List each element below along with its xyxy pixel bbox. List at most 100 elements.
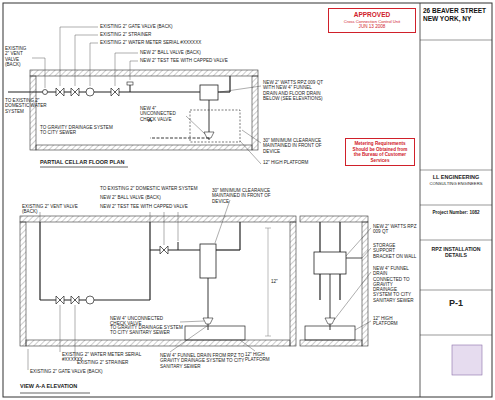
drawing-line bbox=[268, 228, 269, 336]
drawing-line bbox=[334, 272, 371, 320]
drawing-polyline bbox=[130, 61, 138, 80]
drawing-line bbox=[420, 205, 492, 206]
drawing-rect bbox=[3, 3, 492, 397]
drawing-rect bbox=[300, 340, 362, 346]
view-title: VIEW A-A ELEVATION bbox=[20, 383, 120, 389]
drawing-path bbox=[204, 132, 214, 138]
sheet-title-cell: RPZ INSTALLATION DETAILS bbox=[422, 244, 490, 263]
callout-note: NEW 4" UNCONNECTED CHECK VALVE bbox=[140, 106, 186, 122]
drawing-line bbox=[150, 249, 200, 250]
drawing-line bbox=[420, 40, 492, 41]
drawing-path bbox=[71, 296, 79, 304]
callout-note: NEW 2" TEST TEE WITH CAPPED VALVE bbox=[100, 204, 200, 209]
drawing-line bbox=[240, 141, 261, 164]
drawing-line bbox=[39, 222, 40, 300]
box-text: P-1 bbox=[425, 298, 487, 309]
callout-note: 12" HIGH PLATFORM bbox=[263, 160, 325, 165]
drawing-path bbox=[111, 88, 119, 96]
box-text: Metering Requirements Should be Obtained… bbox=[349, 141, 411, 163]
drawing-line bbox=[60, 305, 61, 352]
callout-note: NEW 4" FUNNEL DRAIN FROM RPZ TO GRAVITY … bbox=[160, 353, 245, 369]
view-title: A bbox=[148, 117, 156, 123]
callout-note: 30" MINIMUM CLEARANCE MAINTAINED IN FRON… bbox=[212, 188, 286, 204]
box-text: Cross Connection Control Unit bbox=[332, 19, 412, 24]
drawing-path bbox=[160, 246, 168, 254]
callout-note: TO EXISTING 2" DOMESTIC WATER SYSTEM bbox=[5, 98, 55, 114]
note-box: Metering Requirements Should be Obtained… bbox=[345, 138, 415, 166]
drawing-line bbox=[220, 86, 261, 92]
drawing-circle bbox=[86, 296, 94, 304]
drawing-line bbox=[420, 240, 492, 241]
callout-note: STORAGE SUPPORT BRACKET ON WALL bbox=[373, 243, 417, 259]
drawing-circle bbox=[86, 88, 94, 96]
callout-note: 12" HIGH PLATFORM bbox=[373, 316, 417, 327]
drawing-line bbox=[239, 222, 240, 250]
drawing-rect bbox=[200, 85, 218, 100]
drawing-line bbox=[164, 212, 165, 245]
drawing-line bbox=[150, 138, 209, 139]
drawing-rect bbox=[452, 345, 482, 375]
project-cell: Project Number: 1082 bbox=[422, 208, 490, 220]
callout-note: TO GRAVITY DRAINAGE SYSTEM TO CITY SANIT… bbox=[110, 325, 188, 336]
drawing-line bbox=[216, 249, 240, 250]
drawing-path bbox=[71, 88, 79, 96]
drawing-line bbox=[420, 335, 492, 336]
drawing-rect bbox=[30, 76, 36, 150]
callout-note: NEW 2" TEST TEE WITH CAPPED VALVE bbox=[140, 58, 250, 63]
drawing-rect bbox=[185, 326, 245, 340]
drawing-rect bbox=[200, 244, 216, 278]
drawing-circle bbox=[43, 90, 48, 95]
drawing-line bbox=[178, 212, 179, 241]
drawing-rect bbox=[20, 216, 296, 222]
drawing-polyline bbox=[60, 27, 98, 86]
drawing-line bbox=[178, 242, 179, 250]
drawing-polyline bbox=[32, 58, 45, 88]
drawing-path bbox=[56, 88, 64, 96]
firm-cell: LL ENGINEERINGCONSULTING ENGINEERS bbox=[422, 172, 490, 190]
callout-note: EXISTING 2" GATE VALVE (BACK) bbox=[30, 369, 130, 374]
drawing-rect bbox=[30, 70, 258, 76]
box-text: Project Number: 1082 bbox=[425, 210, 487, 216]
callout-note: NEW 4" UNCONNECTED CHECK VALVE bbox=[110, 316, 180, 327]
callout-note: EXISTING 2" VENT VALVE (BACK) bbox=[22, 204, 82, 215]
callout-note: EXISTING 2" VENT VALVE (BACK) bbox=[5, 46, 31, 67]
callout-note: EXISTING 2" STRAINER bbox=[100, 32, 240, 37]
box-text: APPROVED bbox=[332, 11, 412, 19]
drawing-line bbox=[180, 321, 204, 322]
drawing-polyline bbox=[75, 35, 98, 86]
drawing-path bbox=[56, 296, 64, 304]
drawing-line bbox=[40, 167, 128, 168]
callout-note: EXISTING 2" WATER METER SERIAL #XXXXXX bbox=[100, 40, 240, 45]
drawing-line bbox=[186, 116, 205, 134]
callout-note: TO EXISTING 2" DOMESTIC WATER SYSTEM bbox=[100, 186, 200, 191]
drawing-line bbox=[40, 212, 41, 222]
drawing-rect bbox=[300, 216, 368, 222]
drawing-line bbox=[420, 3, 421, 397]
drawing-polyline bbox=[115, 53, 138, 86]
drawing-line bbox=[242, 130, 261, 143]
drawing-rect bbox=[36, 145, 252, 150]
drawing-line bbox=[150, 212, 151, 222]
drawing-line bbox=[240, 340, 255, 351]
drawing-line bbox=[362, 248, 371, 258]
callout-note: 30" MINIMUM CLEARANCE MAINTAINED IN FRON… bbox=[263, 138, 325, 154]
box-text: RPZ INSTALLATION DETAILS bbox=[425, 246, 487, 258]
callout-note: EXISTING 2" GATE VALVE (BACK) bbox=[100, 24, 240, 29]
drawing-line bbox=[420, 170, 492, 171]
drawing-line bbox=[75, 305, 76, 360]
callout-note: TO GRAVITY DRAINAGE SYSTEM TO CITY SEWER bbox=[40, 125, 120, 136]
drawing-line bbox=[420, 290, 492, 291]
box-text: CONSULTING ENGINEERS bbox=[425, 181, 487, 186]
drawing-rect bbox=[314, 252, 346, 274]
callout-note: EXISTING 2" STRAINER bbox=[77, 360, 157, 365]
callout-note: NEW 2" BALL VALVE (BACK) bbox=[140, 50, 250, 55]
drawing-line bbox=[149, 222, 150, 300]
drawing-rect bbox=[26, 340, 290, 346]
drawing-line bbox=[265, 228, 271, 229]
drawing-line bbox=[20, 393, 90, 394]
drawing-line bbox=[8, 91, 200, 92]
drawing-line bbox=[355, 321, 371, 330]
drawing-rect bbox=[127, 82, 133, 85]
drawing-path bbox=[203, 318, 213, 324]
drawing-line bbox=[265, 336, 271, 337]
